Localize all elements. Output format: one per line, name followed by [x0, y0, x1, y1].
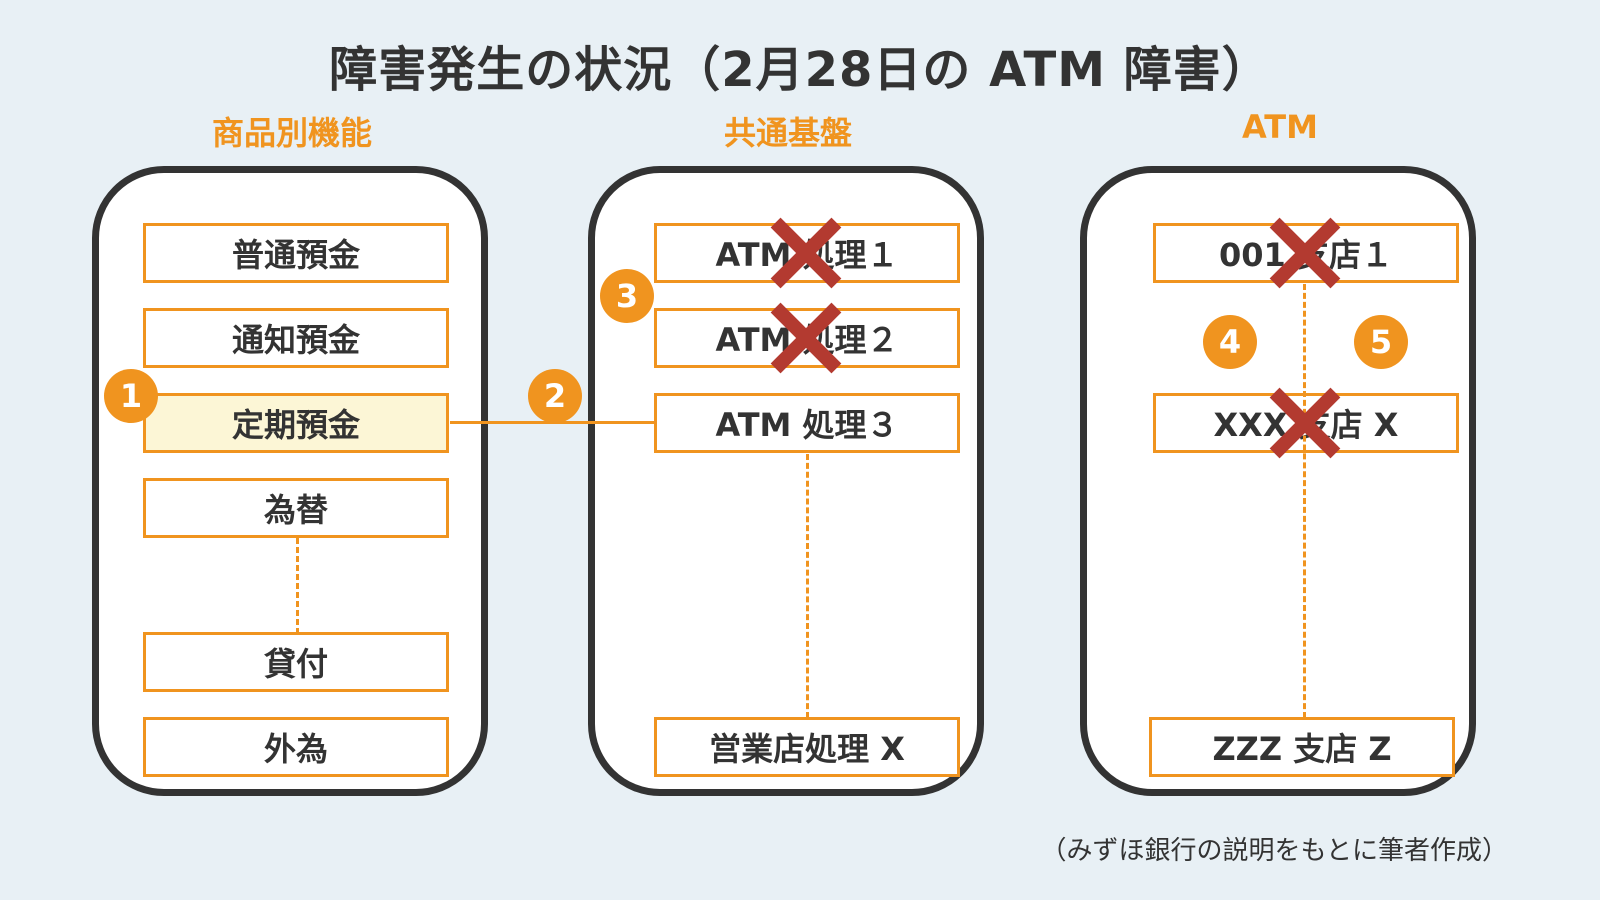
failure-x-icon [1270, 218, 1340, 288]
step-badge-3: 3 [600, 269, 654, 323]
step-badge-4: 4 [1203, 315, 1257, 369]
node-notice-deposit: 通知預金 [143, 308, 449, 368]
step-badge-5: 5 [1354, 315, 1408, 369]
dashed-line-products [296, 538, 299, 634]
node-branch-process-x: 営業店処理 X [654, 717, 960, 777]
dashed-line-atm [1303, 284, 1306, 718]
dashed-line-common-platform [806, 454, 809, 718]
node-time-deposit: 定期預金 [143, 393, 449, 453]
step-badge-2: 2 [528, 369, 582, 423]
node-exchange: 為替 [143, 478, 449, 538]
column-heading-common-platform: 共通基盤 [723, 114, 852, 152]
node-foreign-exchange: 外為 [143, 717, 449, 777]
node-branch-zzz: ZZZ 支店 Z [1149, 717, 1455, 777]
failure-x-icon [771, 218, 841, 288]
source-note: （みずほ銀行の説明をもとに筆者作成） [1040, 836, 1508, 866]
diagram-title: 障害発生の状況（2月28日の ATM 障害） [329, 42, 1271, 98]
column-heading-atm: ATM [1242, 108, 1318, 146]
failure-x-icon [1270, 388, 1340, 458]
column-heading-products: 商品別機能 [211, 114, 372, 152]
node-ordinary-deposit: 普通預金 [143, 223, 449, 283]
node-atm-process-3: ATM 処理３ [654, 393, 960, 453]
step-badge-1: 1 [104, 369, 158, 423]
failure-x-icon [771, 303, 841, 373]
node-loan: 貸付 [143, 632, 449, 692]
